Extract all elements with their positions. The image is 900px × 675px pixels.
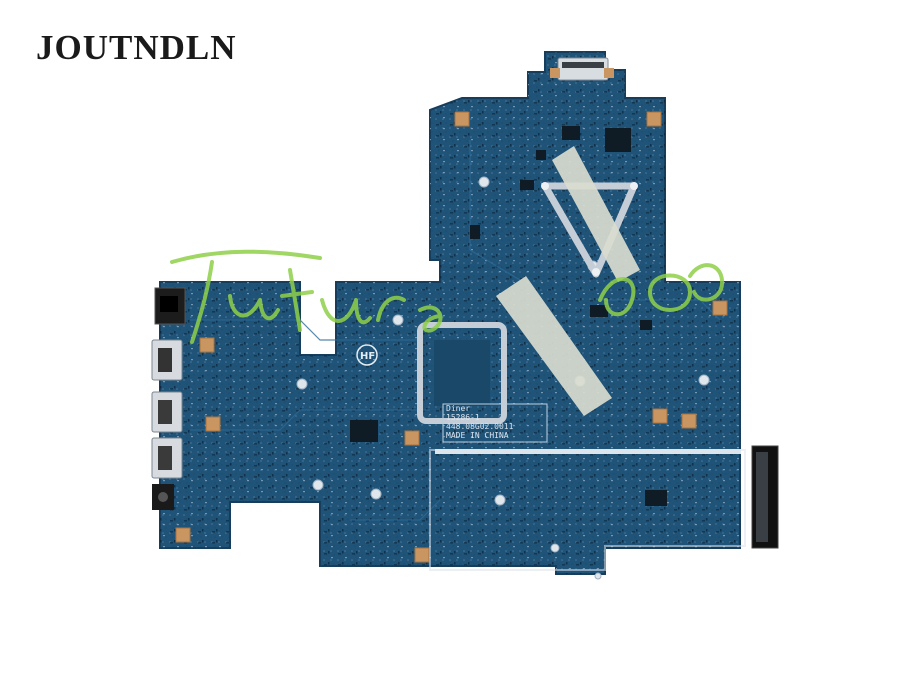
audio-jack [152, 484, 174, 510]
display-connector [751, 445, 779, 549]
hf-mark: HF [356, 344, 378, 366]
ethernet-port [154, 287, 186, 325]
kapton-tape [496, 146, 640, 416]
silkscreen-label: Diner 15286-1 448.08G02.0011 MADE IN CHI… [442, 403, 548, 443]
screw-pads [175, 111, 728, 563]
brand-logo-text: JOUTNDLN [36, 28, 237, 67]
silkscreen-line-1: Diner [446, 404, 470, 413]
memory-area-outline [429, 449, 746, 571]
ic-chips [350, 126, 667, 506]
silkscreen-line-2: 15286-1 [446, 413, 480, 422]
silkscreen-line-3: 448.08G02.0011 [446, 422, 514, 431]
watermark-logo [170, 249, 725, 344]
usb-port-1 [151, 339, 183, 381]
usb-port-3 [151, 437, 183, 479]
dc-power-connector [550, 57, 614, 81]
hf-mark-text: HF [360, 351, 375, 362]
cpu-retention-bracket [417, 322, 507, 424]
usb-port-2 [151, 391, 183, 433]
silkscreen-line-4: MADE IN CHINA [446, 431, 509, 440]
